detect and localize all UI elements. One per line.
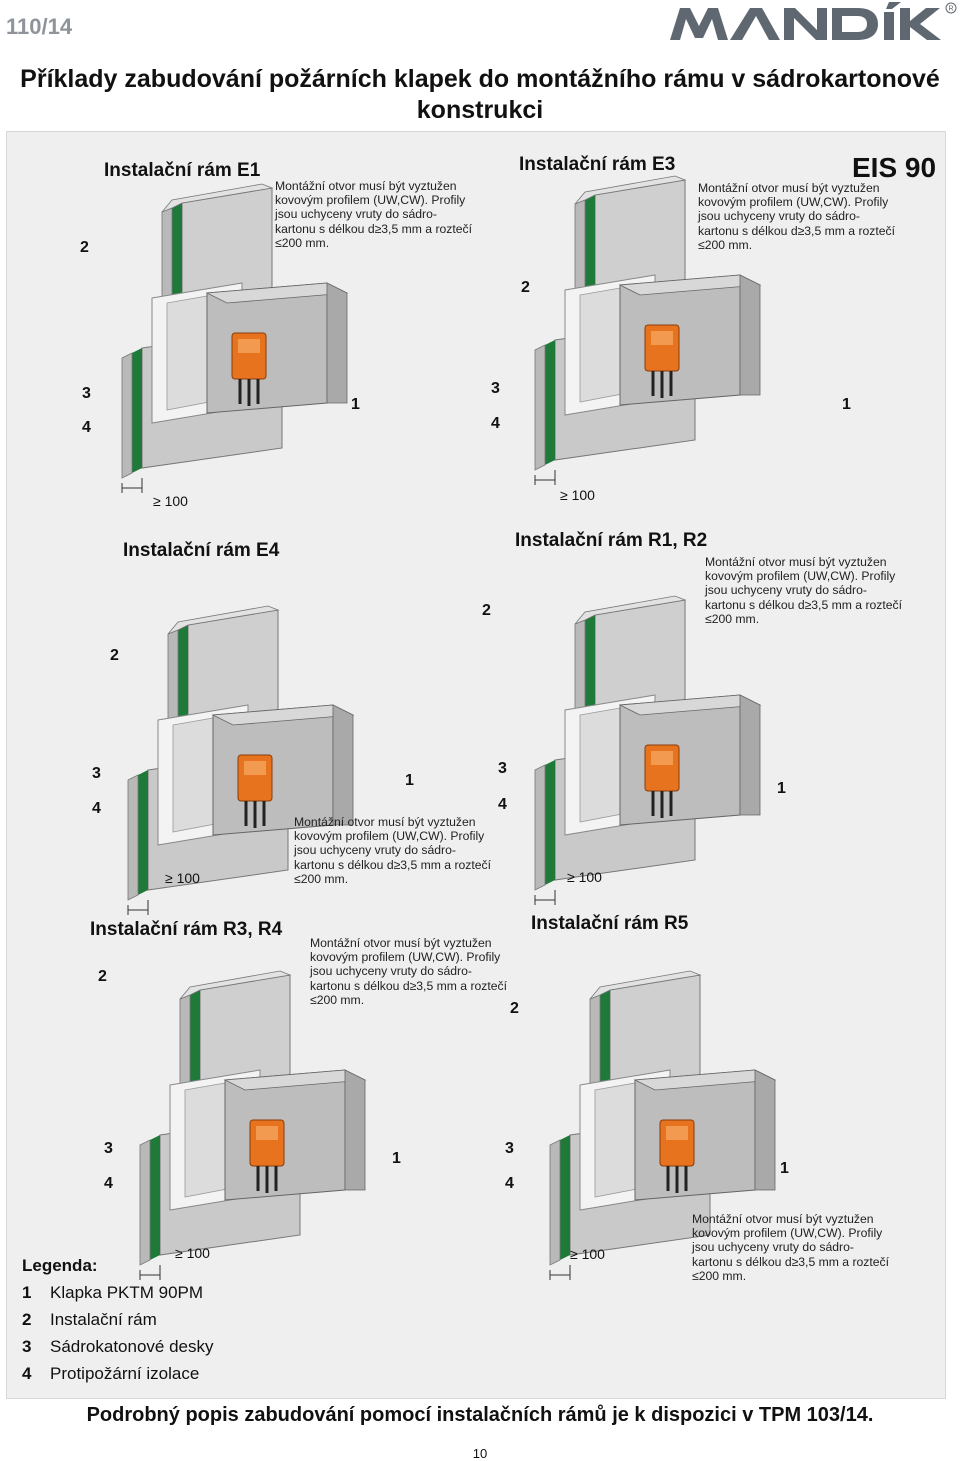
callout-3: 3 xyxy=(92,765,101,782)
legend-item-number: 3 xyxy=(22,1337,32,1356)
page-number: 110/14 xyxy=(6,14,73,39)
callout-4: 4 xyxy=(104,1175,113,1192)
callout-1: 1 xyxy=(842,396,851,413)
svg-text:R: R xyxy=(948,6,953,13)
callout-1: 1 xyxy=(405,772,414,789)
mounting-note: Montážní otvor musí být vyztužen kovovým… xyxy=(692,1212,890,1283)
legend-item-text: Instalační rám xyxy=(50,1310,157,1329)
mounting-note: Montážní otvor musí být vyztužen kovovým… xyxy=(275,179,473,250)
legend-item-number: 2 xyxy=(22,1310,32,1329)
callout-2: 2 xyxy=(80,239,89,256)
section-title-e1: Instalační rám E1 xyxy=(104,160,261,181)
callout-2: 2 xyxy=(482,602,491,619)
figure-e3 xyxy=(533,174,762,487)
mandik-logo: R xyxy=(670,2,957,40)
callout-2: 2 xyxy=(110,647,119,664)
section-title-r3-r4: Instalační rám R3, R4 xyxy=(90,919,283,940)
callout-4: 4 xyxy=(491,415,500,432)
legend-item: 1 Klapka PKTM 90PM xyxy=(22,1279,214,1306)
callout-3: 3 xyxy=(104,1140,113,1157)
callout-4: 4 xyxy=(498,796,507,813)
callout-4: 4 xyxy=(82,419,91,436)
legend: Legenda: 1 Klapka PKTM 90PM 2 Instalační r… xyxy=(22,1252,214,1387)
legend-item-text: Protipožární izolace xyxy=(50,1364,200,1383)
gap-dimension: ≥ 100 xyxy=(175,1245,210,1261)
mounting-note: Montážní otvor musí být vyztužen kovovým… xyxy=(294,815,492,886)
callout-3: 3 xyxy=(498,760,507,777)
section-title-r1-r2: Instalační rám R1, R2 xyxy=(515,530,708,551)
callout-4: 4 xyxy=(92,800,101,817)
gap-dimension: ≥ 100 xyxy=(165,870,200,886)
section-title-e3: Instalační rám E3 xyxy=(519,154,676,175)
figure-r3-r4 xyxy=(138,969,367,1282)
eis-classification: EIS 90 xyxy=(852,152,937,183)
callout-3: 3 xyxy=(491,380,500,397)
legend-item: 4 Protipožární izolace xyxy=(22,1360,214,1387)
callout-1: 1 xyxy=(777,780,786,797)
section-title-e4: Instalační rám E4 xyxy=(123,540,280,561)
callout-3: 3 xyxy=(82,385,91,402)
mounting-note: Montážní otvor musí být vyztužen kovovým… xyxy=(698,181,896,252)
figure-r1-r2 xyxy=(533,594,762,907)
legend-item-text: Sádrokatonové desky xyxy=(50,1337,214,1356)
callout-2: 2 xyxy=(98,968,107,985)
footer-note: Podrobný popis zabudování pomocí instala… xyxy=(86,1404,874,1426)
gap-dimension: ≥ 100 xyxy=(153,493,188,509)
page-title: Příklady zabudování požárních klapek do … xyxy=(20,65,940,124)
callout-1: 1 xyxy=(780,1160,789,1177)
callout-2: 2 xyxy=(510,1000,519,1017)
legend-item: 3 Sádrokatonové desky xyxy=(22,1333,214,1360)
legend-item-number: 1 xyxy=(22,1283,32,1302)
callout-4: 4 xyxy=(505,1175,514,1192)
page-footer-number: 10 xyxy=(472,1446,488,1461)
legend-item-number: 4 xyxy=(22,1364,32,1383)
figure-e1 xyxy=(120,182,349,495)
legend-title: Legenda: xyxy=(22,1256,98,1275)
callout-3: 3 xyxy=(505,1140,514,1157)
mounting-note: Montážní otvor musí být vyztužen kovovým… xyxy=(705,555,903,626)
section-title-r5: Instalační rám R5 xyxy=(531,913,689,934)
legend-item: 2 Instalační rám xyxy=(22,1306,214,1333)
callout-2: 2 xyxy=(521,279,530,296)
gap-dimension: ≥ 100 xyxy=(560,487,595,503)
mounting-note: Montážní otvor musí být vyztužen kovovým… xyxy=(310,936,508,1007)
gap-dimension: ≥ 100 xyxy=(570,1246,605,1262)
legend-item-text: Klapka PKTM 90PM xyxy=(50,1283,204,1302)
callout-1: 1 xyxy=(351,396,360,413)
callout-1: 1 xyxy=(392,1150,401,1167)
gap-dimension: ≥ 100 xyxy=(567,869,602,885)
